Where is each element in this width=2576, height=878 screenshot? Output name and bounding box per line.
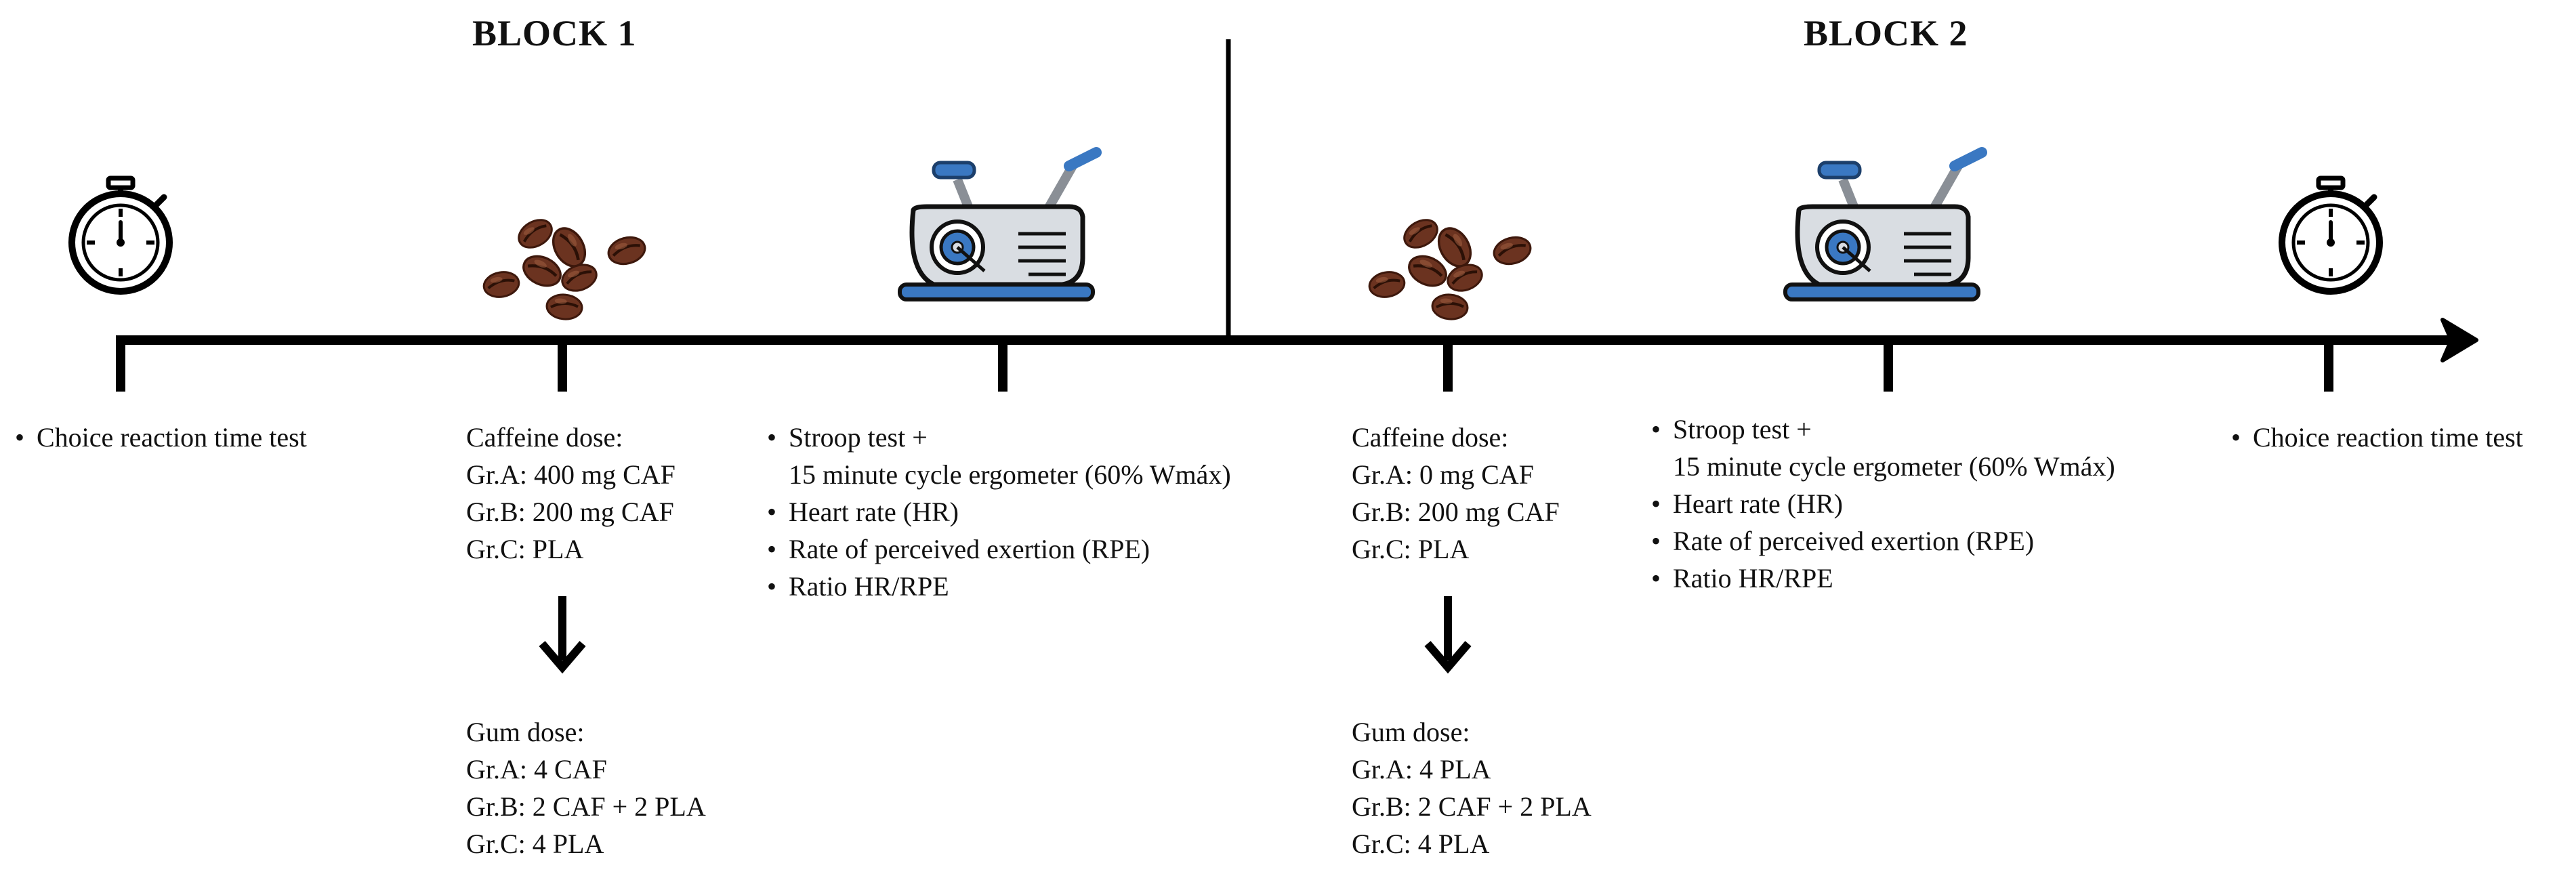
arrow-down-icon (539, 596, 586, 674)
pre-test-label: Choice reaction time test (15, 419, 307, 456)
list-item: Heart rate (HR) (767, 493, 1231, 530)
caffeine-dose-title: Caffeine dose: (1352, 422, 1509, 453)
block-2-gum-dose: Gum dose: Gr.A: 4 PLA Gr.B: 2 CAF + 2 PL… (1352, 713, 1592, 862)
exercise-bike-icon (1785, 152, 1982, 299)
list-item: Rate of perceived exertion (RPE) (767, 530, 1231, 568)
group-a-dose: Gr.A: 400 mg CAF (466, 459, 676, 490)
group-a-gum: Gr.A: 4 CAF (466, 754, 607, 785)
caffeine-dose-title: Caffeine dose: (466, 422, 623, 453)
stopwatch-icon (72, 178, 169, 291)
coffee-beans-icon (1367, 214, 1533, 320)
list-item: Heart rate (HR) (1651, 485, 2115, 522)
block-1-caffeine-dose: Caffeine dose: Gr.A: 400 mg CAF Gr.B: 20… (466, 419, 676, 568)
list-item: Choice reaction time test (2231, 419, 2523, 456)
post-test-label: Choice reaction time test (2231, 419, 2523, 456)
timeline-arrowhead (2440, 318, 2478, 362)
gum-dose-title: Gum dose: (466, 717, 585, 747)
group-b-gum: Gr.B: 2 CAF + 2 PLA (466, 791, 706, 822)
list-item: Ratio HR/RPE (1651, 560, 2115, 597)
group-c-dose: Gr.C: PLA (466, 534, 584, 564)
block-2-caffeine-dose: Caffeine dose: Gr.A: 0 mg CAF Gr.B: 200 … (1352, 419, 1560, 568)
list-item-continuation: 15 minute cycle ergometer (60% Wmáx) (789, 459, 1231, 490)
exercise-bike-icon (900, 152, 1096, 299)
block-1-gum-dose: Gum dose: Gr.A: 4 CAF Gr.B: 2 CAF + 2 PL… (466, 713, 706, 862)
group-b-dose: Gr.B: 200 mg CAF (1352, 497, 1560, 527)
list-item: Choice reaction time test (15, 419, 307, 456)
list-item: Rate of perceived exertion (RPE) (1651, 522, 2115, 560)
group-b-dose: Gr.B: 200 mg CAF (466, 497, 674, 527)
list-item: Stroop test + (767, 419, 1231, 456)
group-b-gum: Gr.B: 2 CAF + 2 PLA (1352, 791, 1592, 822)
block-2-title: BLOCK 2 (1804, 13, 1968, 54)
group-c-gum: Gr.C: 4 PLA (1352, 829, 1490, 859)
block-2-exercise-protocol: Stroop test + 15 minute cycle ergometer … (1651, 411, 2115, 597)
gum-dose-title: Gum dose: (1352, 717, 1470, 747)
arrow-down-icon (1424, 596, 1472, 674)
list-item: Ratio HR/RPE (767, 568, 1231, 605)
list-item-continuation: 15 minute cycle ergometer (60% Wmáx) (1673, 451, 2115, 482)
group-a-dose: Gr.A: 0 mg CAF (1352, 459, 1534, 490)
coffee-beans-icon (482, 214, 648, 320)
block-1-title: BLOCK 1 (472, 13, 637, 54)
list-item: Stroop test + (1651, 411, 2115, 448)
group-c-dose: Gr.C: PLA (1352, 534, 1470, 564)
group-c-gum: Gr.C: 4 PLA (466, 829, 604, 859)
group-a-gum: Gr.A: 4 PLA (1352, 754, 1491, 785)
block-1-exercise-protocol: Stroop test + 15 minute cycle ergometer … (767, 419, 1231, 605)
stopwatch-icon (2282, 178, 2380, 291)
